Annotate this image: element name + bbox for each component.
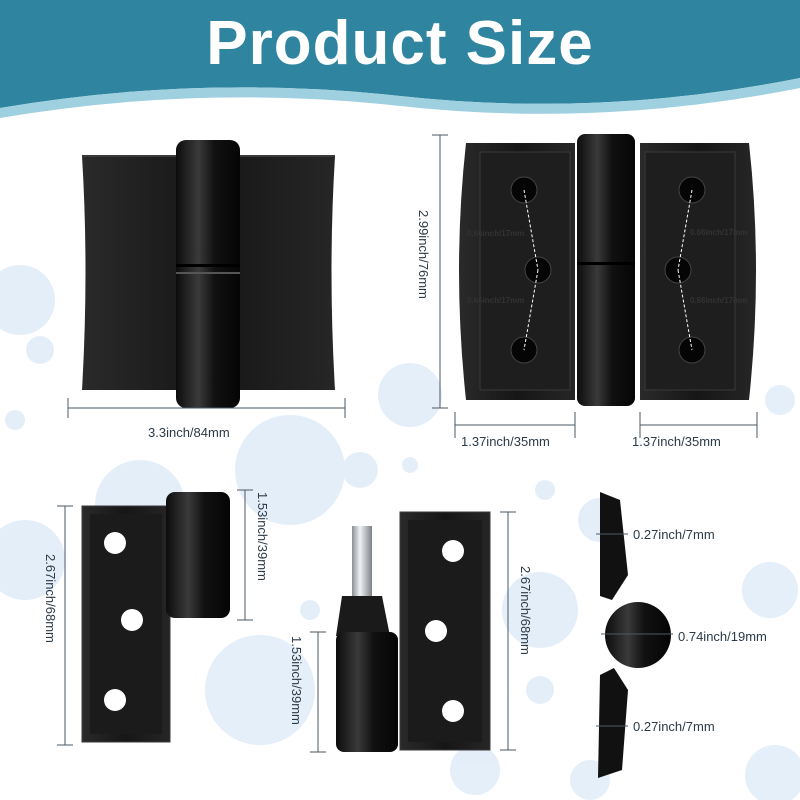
leaf-lower-height-label: 2.67inch/68mm [518, 566, 533, 655]
page-title: Product Size [206, 9, 594, 78]
side-view-dimensions [596, 533, 673, 727]
hole-spacing-right-top-label: 0.66inch/17mm [690, 228, 748, 237]
leaf-upper-knuckle-label: 1.53inch/39mm [255, 492, 270, 581]
leaf-lower-knuckle-label: 1.53inch/39mm [289, 636, 304, 725]
hole-spacing-left-bottom-label: 0.66inch/17mm [467, 296, 525, 305]
leaf-width-right-label: 1.37inch/35mm [632, 434, 721, 449]
closed-hinge-width-dimension [67, 398, 346, 418]
side-top-thickness-label: 0.27inch/7mm [633, 527, 715, 542]
leaf-upper [81, 492, 230, 743]
header-banner [0, 0, 800, 118]
closed-hinge [82, 140, 335, 408]
leaf-lower [336, 511, 491, 752]
open-hinge [459, 134, 756, 406]
hole-spacing-left-top-label: 0.66inch/17mm [467, 229, 525, 238]
side-bottom-thickness-label: 0.27inch/7mm [633, 719, 715, 734]
hole-spacing-right-bottom-label: 0.66inch/17mm [690, 296, 748, 305]
leaf-upper-height-label: 2.67inch/68mm [43, 554, 58, 643]
leaf-width-left-label: 1.37inch/35mm [461, 434, 550, 449]
leaf-lower-dimensions [310, 511, 516, 753]
side-knuckle-diameter-label: 0.74inch/19mm [678, 629, 767, 644]
side-view [598, 492, 671, 778]
background-bubbles [0, 265, 800, 800]
leaf-upper-dimensions [57, 489, 253, 746]
closed-hinge-width-label: 3.3inch/84mm [148, 425, 230, 440]
open-hinge-dimensions [432, 134, 758, 438]
open-hinge-height-label: 2.99inch/76mm [416, 210, 431, 299]
